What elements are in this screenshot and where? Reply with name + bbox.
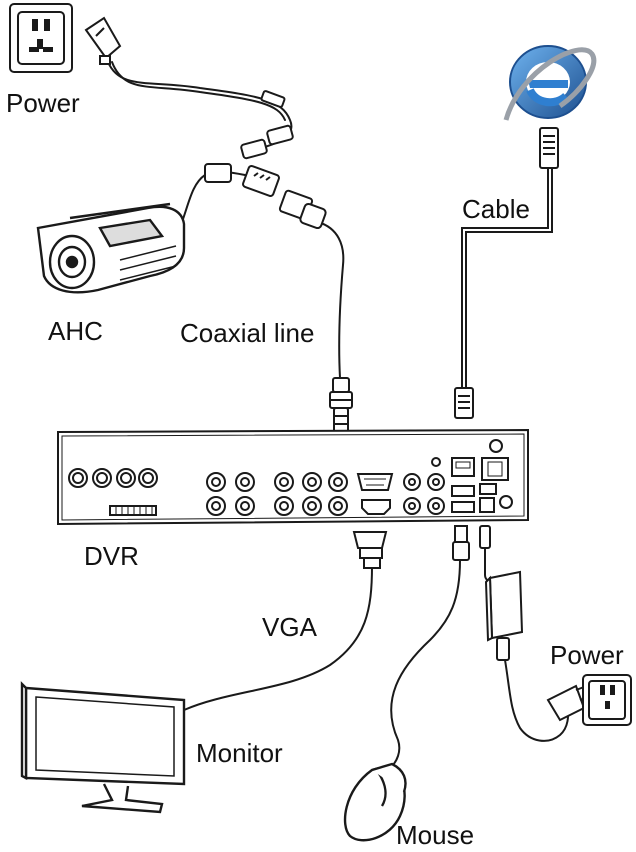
label-ahc: AHC bbox=[48, 316, 103, 346]
bnc-connector-icon bbox=[329, 377, 353, 433]
internet-explorer-icon bbox=[503, 45, 597, 121]
label-dvr: DVR bbox=[84, 541, 139, 571]
label-power-top: Power bbox=[6, 88, 80, 118]
coaxial-cable bbox=[317, 221, 345, 379]
dvr-video-ports bbox=[206, 472, 348, 516]
network-cable bbox=[461, 167, 549, 389]
power-brick-icon bbox=[484, 570, 524, 661]
label-mouse: Mouse bbox=[396, 820, 475, 850]
monitor-icon bbox=[20, 681, 186, 814]
dvr-hdmi-port bbox=[361, 499, 391, 515]
mouse-cable bbox=[390, 559, 461, 767]
dc-plug-icon bbox=[479, 525, 491, 549]
label-vga: VGA bbox=[262, 612, 317, 642]
rj45-connector-icon bbox=[454, 127, 559, 419]
wall-outlet-icon-right bbox=[582, 674, 632, 726]
power-cable-plug bbox=[504, 659, 569, 742]
label-monitor: Monitor bbox=[196, 738, 283, 768]
vga-cable bbox=[183, 565, 373, 711]
label-cable: Cable bbox=[462, 194, 530, 224]
mouse-icon bbox=[343, 762, 407, 842]
dvr-usb-port bbox=[451, 485, 475, 497]
dvr-recorder-icon bbox=[57, 428, 529, 526]
usb-plug-icon bbox=[452, 525, 470, 561]
power-cable-top bbox=[107, 61, 293, 151]
power-adapter-icon bbox=[84, 16, 122, 65]
camera-connector-icon bbox=[204, 163, 327, 230]
dvr-vga-port bbox=[356, 473, 394, 491]
wall-outlet-icon bbox=[9, 3, 73, 73]
label-power-right: Power bbox=[550, 640, 624, 670]
vga-plug-icon bbox=[352, 531, 388, 569]
dvr-bnc-ports bbox=[68, 468, 158, 488]
inline-connector-icon bbox=[240, 90, 294, 160]
label-coaxial-line: Coaxial line bbox=[180, 318, 315, 348]
bullet-camera-icon bbox=[36, 202, 186, 294]
